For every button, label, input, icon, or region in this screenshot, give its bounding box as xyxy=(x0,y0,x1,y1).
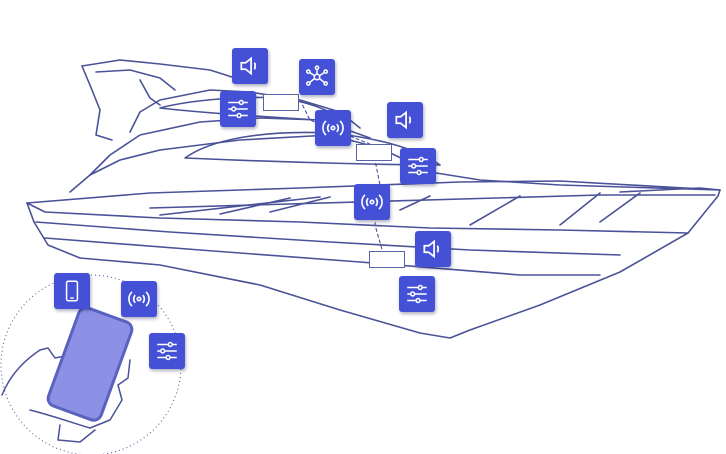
network-hub-icon xyxy=(305,65,329,86)
speaker-icon xyxy=(423,239,440,259)
device-slot xyxy=(263,94,299,111)
sliders-icon xyxy=(157,341,177,361)
transmitter-tile[interactable] xyxy=(315,110,351,146)
mobile-device-tile[interactable] xyxy=(54,273,90,309)
speaker-tile[interactable] xyxy=(232,48,268,84)
controller-tile[interactable] xyxy=(149,333,185,369)
speaker-icon xyxy=(240,56,257,76)
smartphone-icon xyxy=(65,280,79,302)
sliders-icon xyxy=(407,284,427,304)
sliders-icon xyxy=(408,156,428,176)
speaker-icon xyxy=(395,110,412,130)
wireless-icon xyxy=(322,120,344,136)
controller-tile[interactable] xyxy=(400,148,436,184)
speaker-tile[interactable] xyxy=(387,102,423,138)
device-slot xyxy=(356,144,392,161)
controller-tile[interactable] xyxy=(399,276,435,312)
device-slot xyxy=(369,251,405,268)
transmitter-tile[interactable] xyxy=(121,281,157,317)
controller-tile[interactable] xyxy=(220,91,256,127)
wireless-icon xyxy=(128,291,150,307)
wireless-icon xyxy=(361,194,383,210)
sliders-icon xyxy=(228,99,248,119)
network-hub-tile[interactable] xyxy=(299,59,335,95)
smartphone-illustration xyxy=(46,306,134,422)
speaker-tile[interactable] xyxy=(415,231,451,267)
transmitter-tile[interactable] xyxy=(354,184,390,220)
